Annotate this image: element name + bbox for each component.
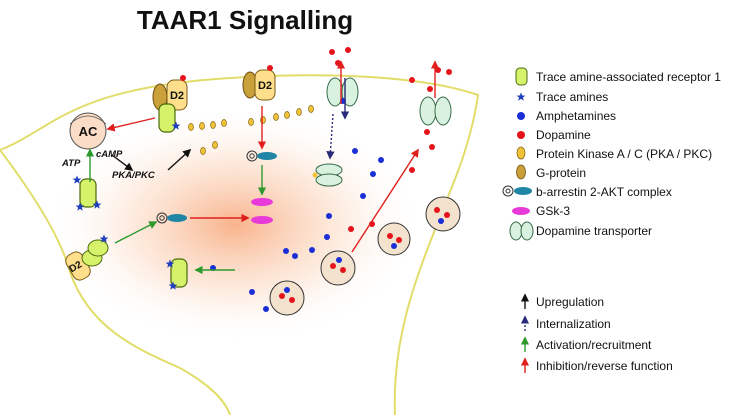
pathway-arrows <box>85 60 440 275</box>
vesicle-b <box>377 222 411 256</box>
arrestin-akt-icon <box>502 185 532 197</box>
legend-label-protein-kinase: Protein Kinase A / C (PKA / PKC) <box>536 147 712 161</box>
legend: Trace amine-associated receptor 1 Trace … <box>502 67 721 373</box>
blue-dot-icon <box>517 112 525 120</box>
ac-label: AC <box>79 124 98 139</box>
arrestin-akt-lower <box>156 212 187 224</box>
protein-kinase-icon <box>516 146 526 160</box>
dopamine-dots <box>329 47 452 232</box>
camp-label: cAMP <box>96 149 123 160</box>
g-protein-icon <box>516 164 526 180</box>
dopamine-transporter-icon <box>509 221 534 241</box>
legend-label-gsk3: GSk-3 <box>536 204 570 218</box>
dopamine-transporter-internalized <box>312 163 343 187</box>
dopamine-transporter-right <box>419 96 452 126</box>
d2-taar1-complex-top: D2 <box>152 75 188 133</box>
red-dot-icon <box>517 131 525 139</box>
legend-label-inhibition: Inhibition/reverse function <box>536 359 673 373</box>
legend-label-amphetamines: Amphetamines <box>536 109 616 123</box>
legend-label-upregulation: Upregulation <box>536 295 604 309</box>
d2-taar1-complex-lower: D2 <box>65 234 109 281</box>
star-icon <box>516 92 526 101</box>
gsk3-icon <box>512 207 530 215</box>
legend-label-arrestin: b-arrestin 2-AKT complex <box>536 185 672 199</box>
d2-label-middle: D2 <box>258 80 272 92</box>
vesicle-a <box>320 250 356 286</box>
legend-label-g-protein: G-protein <box>536 166 586 180</box>
protein-kinase-chain <box>188 105 314 155</box>
vesicle-c <box>425 196 461 232</box>
dopamine-transporter-membrane <box>326 77 359 107</box>
cell-membrane-lower <box>0 149 231 415</box>
legend-label-internalization: Internalization <box>536 317 611 331</box>
pka-pkc-label: PKA/PKC <box>112 170 155 181</box>
legend-label-transporter: Dopamine transporter <box>536 224 652 238</box>
cell-membrane <box>0 74 480 415</box>
legend-label-taar1: Trace amine-associated receptor 1 <box>536 70 721 84</box>
gsk3-lower <box>251 216 273 224</box>
taar1-receptor-icon <box>515 67 528 86</box>
vesicle-d <box>269 280 305 316</box>
legend-label-trace-amines: Trace amines <box>536 90 608 104</box>
adenylyl-cyclase: AC <box>69 112 107 150</box>
legend-label-dopamine: Dopamine <box>536 128 591 142</box>
diagram-title: TAAR1 Signalling <box>137 5 353 35</box>
atp-label: ATP <box>61 158 81 169</box>
legend-label-activation: Activation/recruitment <box>536 338 652 352</box>
gsk3-upper <box>251 198 273 206</box>
d2-label-top: D2 <box>170 90 184 102</box>
arrestin-akt-upper <box>246 150 277 162</box>
d2-receptor-middle: D2 <box>242 65 276 101</box>
